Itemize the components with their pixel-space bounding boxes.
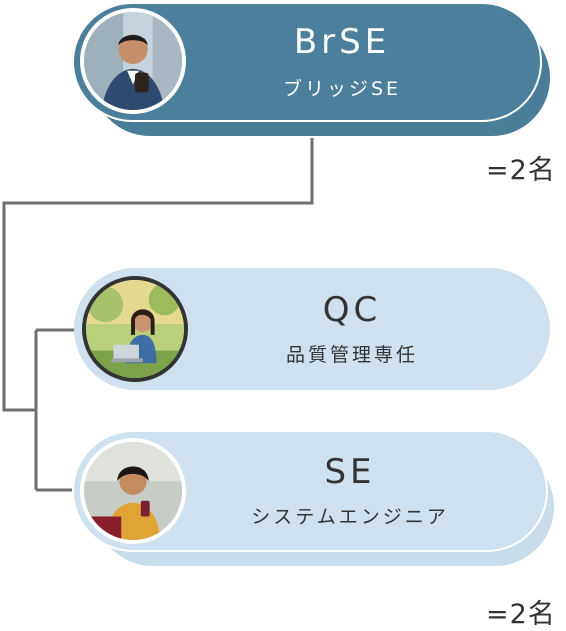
man-in-blazer-photo-icon bbox=[84, 12, 182, 110]
qc-subtitle: 品質管理専任 bbox=[285, 344, 418, 366]
brse-avatar bbox=[80, 8, 186, 114]
qc-avatar bbox=[82, 276, 188, 382]
se-title: SE bbox=[324, 452, 376, 492]
qc-title: QC bbox=[322, 290, 382, 330]
brse-title: BrSE bbox=[293, 22, 391, 62]
brse-count: =2名 bbox=[486, 155, 556, 186]
connector-brse-to-branch bbox=[2, 138, 314, 412]
se-avatar bbox=[80, 438, 186, 544]
se-subtitle: システムエンジニア bbox=[251, 506, 449, 528]
brse-card: BrSE ブリッジSE bbox=[72, 2, 542, 122]
woman-with-laptop-in-park-photo-icon bbox=[86, 280, 184, 378]
woman-holding-phone-photo-icon bbox=[84, 442, 182, 540]
brse-subtitle: ブリッジSE bbox=[282, 78, 402, 100]
se-count: =2名 bbox=[486, 599, 556, 630]
